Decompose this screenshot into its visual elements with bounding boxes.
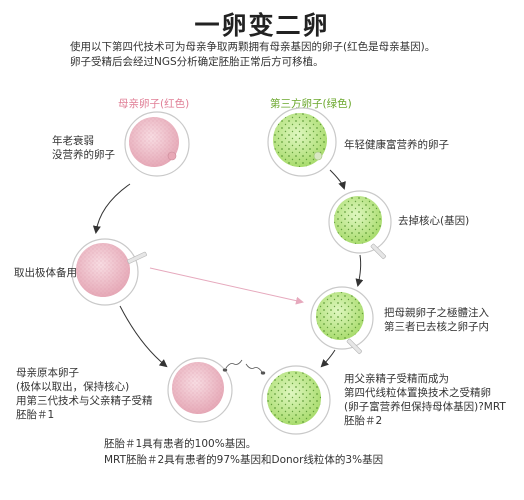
mother-egg-fertilized — [167, 357, 243, 423]
mother-step-1-label: 年老衰弱 没营养的卵子 — [52, 135, 115, 161]
arrow-mother-1-to-2 — [92, 183, 131, 234]
arrow-mother-2-to-3 — [119, 305, 168, 368]
arrow-green-1-to-2 — [329, 169, 346, 190]
third-party-step-3-label: 把母親卵子之極體注入 第三者已去核之卵子内 — [384, 307, 489, 333]
third-party-egg-fertilized — [245, 363, 331, 435]
mother-step-2-label: 取出极体备用 — [14, 267, 77, 279]
third-party-egg-enucleation — [328, 190, 392, 260]
mother-step-3-label: 母亲原本卵子 (极体以取出，保持核心) 用第三代技术与父亲精子受精 胚胎＃1 — [16, 367, 153, 421]
footnote-embryo-1: 胚胎＃1具有患者的100%基因。 — [104, 438, 257, 450]
third-party-egg-polar-body-injection — [310, 286, 374, 355]
arrow-green-2-to-3 — [355, 254, 364, 287]
footnote-embryo-2: MRT胚胎＃2具有患者的97%基因和Donor线粒体的3%基因 — [104, 454, 384, 466]
third-party-egg-healthy — [267, 107, 337, 177]
arrow-green-3-to-4 — [320, 349, 336, 368]
intro-line-2: 卵子受精后会经过NGS分析确定胚胎正常后方可移植。 — [70, 56, 324, 68]
third-party-step-2-label: 去掉核心(基因) — [398, 215, 470, 227]
mother-egg-column-label: 母亲卵子(红色) — [118, 98, 190, 110]
mother-egg-polar-body-removal — [71, 238, 147, 306]
arrow-polar-body-transfer — [149, 267, 304, 305]
page-title: 一卵变二卵 — [194, 11, 330, 40]
third-party-step-1-label: 年轻健康富营养的卵子 — [344, 139, 449, 151]
third-party-egg-column-label: 第三方卵子(绿色) — [270, 98, 352, 110]
mother-egg-aged — [124, 111, 190, 177]
third-party-step-4-label: 用父亲精子受精而成为 第四代线粒体置换技术之受精卵 (卵子富营养但保持母体基因)… — [344, 373, 506, 427]
intro-line-1: 使用以下第四代技术可为母亲争取两颗拥有母亲基因的卵子(红色是母亲基因)。 — [70, 41, 436, 53]
